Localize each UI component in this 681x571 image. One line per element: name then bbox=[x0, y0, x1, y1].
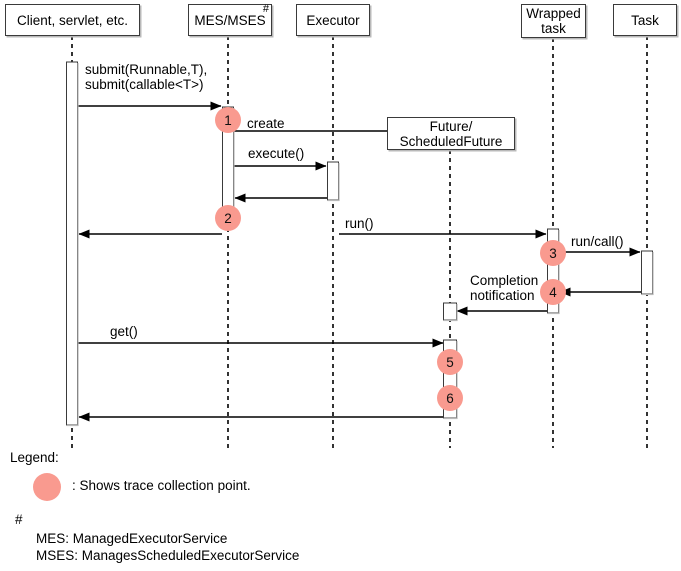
activation-act-executor bbox=[327, 161, 339, 201]
lifeline-label-executor: Executor bbox=[306, 12, 360, 28]
trace-point-number: 4 bbox=[549, 284, 557, 300]
trace-point-marker-1[interactable]: 1 bbox=[215, 107, 241, 133]
lifeline-label-mes: MES/MSES bbox=[194, 12, 266, 28]
trace-point-marker-5[interactable]: 5 bbox=[437, 349, 463, 375]
trace-point-number: 1 bbox=[224, 112, 232, 128]
message-label-completion: Completion notification bbox=[470, 273, 539, 303]
activation-bars-group bbox=[66, 61, 654, 427]
lifeline-header-executor[interactable]: Executor bbox=[296, 4, 370, 36]
trace-point-number: 6 bbox=[446, 390, 454, 406]
trace-point-marker-4[interactable]: 4 bbox=[540, 279, 566, 305]
lifeline-header-wrapped[interactable]: Wrapped task bbox=[521, 4, 586, 38]
trace-point-marker-2[interactable]: 2 bbox=[215, 205, 241, 231]
lifeline-label-task: Task bbox=[631, 12, 659, 28]
lifeline-label-client: Client, servlet, etc. bbox=[16, 12, 129, 28]
message-label-get: get() bbox=[110, 324, 138, 339]
footnote-marker-icon: # bbox=[262, 3, 269, 15]
trace-point-marker-6[interactable]: 6 bbox=[437, 385, 463, 411]
trace-point-marker-3[interactable]: 3 bbox=[540, 240, 566, 266]
lifeline-header-task[interactable]: Task bbox=[613, 4, 677, 36]
message-arrows-group bbox=[78, 101, 641, 422]
trace-point-number: 5 bbox=[446, 354, 454, 370]
lifeline-header-client[interactable]: Client, servlet, etc. bbox=[5, 4, 140, 36]
message-label-run: run() bbox=[345, 216, 374, 231]
lifeline-header-mes[interactable]: MES/MSES# bbox=[188, 4, 272, 36]
legend-abbreviations: MES: ManagedExecutorService MSES: Manage… bbox=[36, 531, 300, 563]
trace-point-number: 2 bbox=[224, 210, 232, 226]
message-label-execute: execute() bbox=[248, 146, 305, 161]
activation-act-client bbox=[66, 61, 78, 426]
legend-title: Legend: bbox=[10, 450, 59, 465]
activation-act-task bbox=[641, 250, 653, 295]
object-label-future: Future/ ScheduledFuture bbox=[399, 118, 503, 149]
legend-trace-point-caption: : Shows trace collection point. bbox=[72, 478, 251, 493]
trace-point-number: 3 bbox=[549, 245, 557, 261]
message-label-submit: submit(Runnable,T), submit(callable<T>) bbox=[85, 62, 208, 92]
object-box-future[interactable]: Future/ ScheduledFuture bbox=[387, 117, 515, 150]
legend-hash-symbol: # bbox=[15, 512, 23, 527]
lifeline-label-wrapped: Wrapped task bbox=[526, 6, 581, 36]
message-label-run-call: run/call() bbox=[571, 234, 624, 249]
legend-trace-point-swatch bbox=[33, 473, 61, 501]
message-label-create: create bbox=[247, 116, 285, 131]
activation-act-future-1 bbox=[443, 302, 457, 321]
